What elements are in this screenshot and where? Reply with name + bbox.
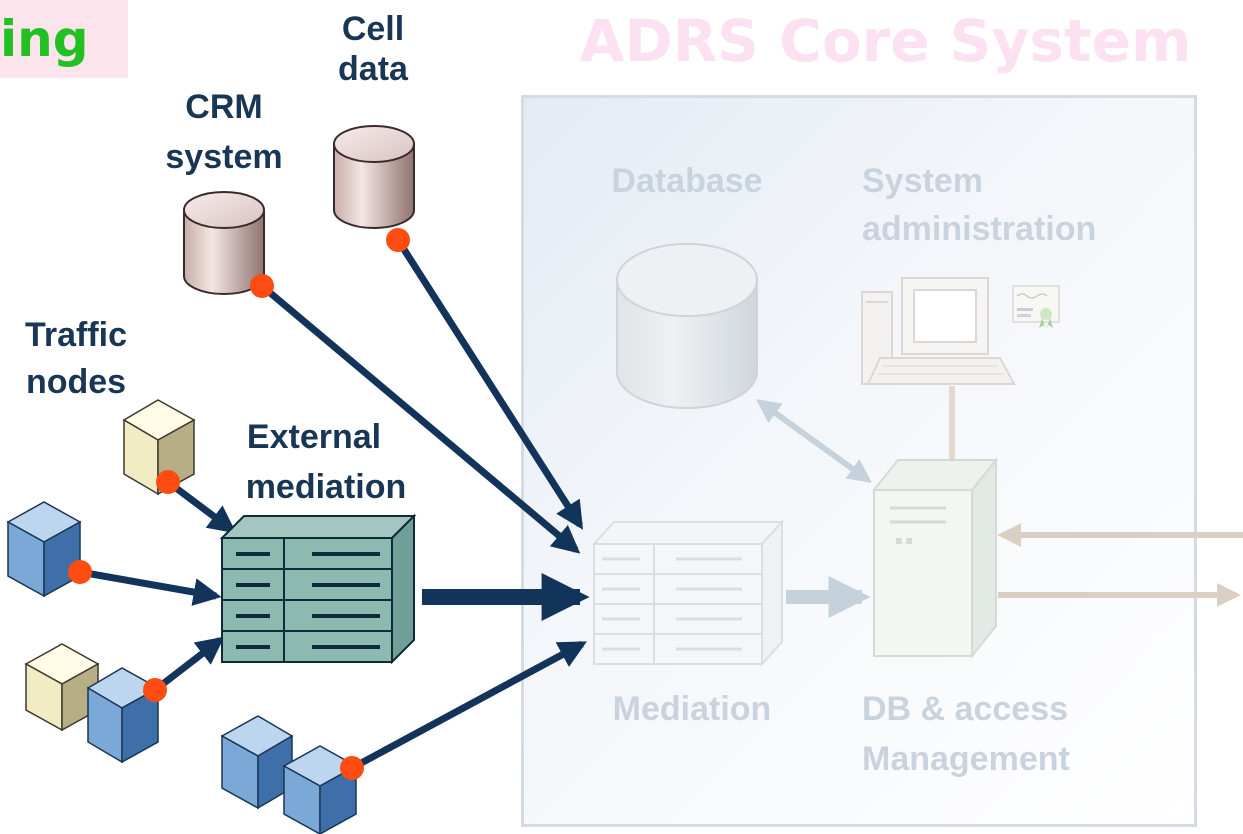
db-access-server-icon — [871, 457, 999, 659]
certificate-icon — [1012, 285, 1060, 329]
node1-connector-dot — [156, 470, 180, 494]
node2-flow-arrow — [79, 568, 222, 606]
crm-flow-arrow — [259, 283, 581, 554]
core-mediation-stack-icon — [591, 519, 785, 667]
section-title-left: ing — [0, 0, 128, 78]
node3-flow-arrow — [152, 636, 225, 693]
node1-flow-arrow — [165, 479, 237, 534]
cell-data-flow-arrow — [395, 238, 584, 530]
database-label: Database — [611, 162, 762, 200]
traffic-node-blue-4 — [282, 745, 358, 834]
traffic-node-blue-3 — [220, 715, 294, 810]
node2-connector-dot — [68, 560, 92, 584]
node-direct-flow-arrow — [350, 640, 587, 772]
node3-connector-dot — [143, 678, 167, 702]
external-mediation-stack-icon — [219, 513, 417, 665]
core-system-title: ADRS Core System — [579, 7, 1192, 75]
traffic-node-blue-2 — [86, 667, 160, 764]
admin-workstation-icon — [861, 277, 1016, 385]
cell-data-connector-dot — [386, 228, 410, 252]
database-server-arrow — [756, 399, 872, 483]
core-database-icon — [616, 243, 758, 409]
core-system-panel — [521, 95, 1197, 827]
crm-system-cylinder-icon — [183, 191, 265, 295]
node-direct-connector-dot — [340, 756, 364, 780]
cell-data-cylinder-icon — [333, 125, 415, 229]
traffic-node-blue-1 — [6, 501, 82, 598]
traffic-node-beige-2 — [24, 643, 100, 732]
mediation-label: Mediation — [613, 690, 772, 728]
connector-dots — [68, 228, 410, 780]
crm-connector-dot — [250, 274, 274, 298]
